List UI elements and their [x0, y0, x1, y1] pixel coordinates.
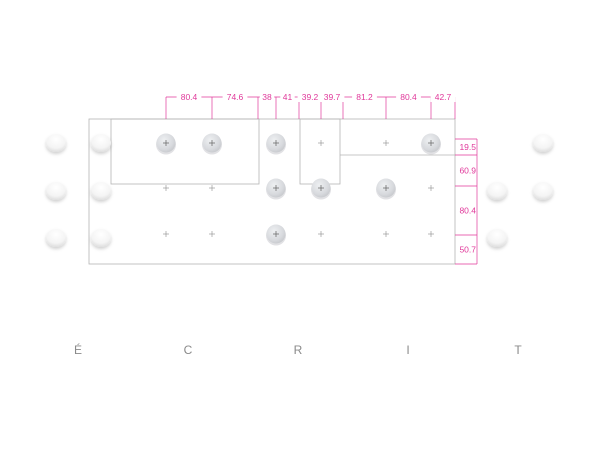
right-dimension-label: 19.5 — [459, 142, 476, 152]
knob-marker — [421, 133, 441, 155]
panel-outlines — [88, 118, 456, 265]
top-dimension-label: 42.7 — [435, 92, 452, 102]
top-dimension-label: 41 — [283, 92, 293, 102]
top-dimension-label: 80.4 — [181, 92, 198, 102]
knob-marker — [266, 178, 286, 200]
knob-marker — [266, 133, 286, 155]
wordmark-letter: I — [406, 343, 410, 357]
sphere-marker — [533, 134, 553, 152]
sphere-marker — [91, 182, 111, 200]
cross-markers — [163, 140, 434, 237]
dimension-label-bg — [222, 91, 248, 102]
dimension-label-bg — [280, 91, 295, 102]
cross-marker — [209, 185, 215, 191]
wordmark-letter: R — [293, 343, 303, 357]
knob-markers — [156, 133, 441, 246]
knob-marker — [156, 133, 176, 155]
wordmark-letter: É — [73, 343, 83, 357]
cross-marker — [428, 231, 434, 237]
knob-marker — [311, 178, 331, 200]
sphere-markers — [46, 134, 553, 247]
cross-marker — [209, 231, 215, 237]
top-dimension-label: 38 — [262, 92, 272, 102]
cross-marker — [428, 185, 434, 191]
dimension-label-bg — [396, 91, 421, 102]
right-dimension-label: 80.4 — [459, 206, 476, 216]
dimension-label-bg — [297, 91, 323, 102]
wordmark-letter: C — [183, 343, 193, 357]
wordmark-letter: T — [514, 343, 522, 357]
sphere-marker — [46, 134, 66, 152]
sphere-marker — [91, 229, 111, 247]
cross-marker — [163, 231, 169, 237]
left-inset-outline — [110, 118, 260, 185]
dimension-label-bg — [176, 91, 202, 102]
sphere-marker — [91, 134, 111, 152]
center-inset-outline — [299, 118, 341, 185]
top-dimension-label: 81.2 — [356, 92, 373, 102]
top-dimension-label: 39.7 — [324, 92, 341, 102]
cross-marker — [383, 231, 389, 237]
knob-marker — [376, 178, 396, 200]
top-dimension-label: 80.4 — [400, 92, 417, 102]
main-panel-outline — [88, 118, 456, 265]
cross-marker — [383, 140, 389, 146]
dimension-label-bg — [319, 91, 345, 102]
cross-marker — [318, 231, 324, 237]
dimension-labels: 80.4 74.6 38 41 39.2 39.7 81.2 80.4 42.7 19.5 60.9… — [176, 91, 476, 255]
sphere-marker — [533, 182, 553, 200]
top-dimension-label: 39.2 — [302, 92, 319, 102]
right-dimension-label: 50.7 — [459, 245, 476, 255]
dimension-label-bg — [430, 91, 456, 102]
knob-marker — [266, 224, 286, 246]
sphere-marker — [487, 229, 507, 247]
right-dimension-label: 60.9 — [459, 166, 476, 176]
top-dimension-label: 74.6 — [227, 92, 244, 102]
cross-marker — [318, 140, 324, 146]
sphere-marker — [487, 182, 507, 200]
cross-marker — [163, 185, 169, 191]
sphere-marker — [46, 229, 66, 247]
dimension-label-bg — [259, 91, 275, 102]
dimension-label-bg — [352, 91, 377, 102]
knob-marker — [202, 133, 222, 155]
sphere-marker — [46, 182, 66, 200]
